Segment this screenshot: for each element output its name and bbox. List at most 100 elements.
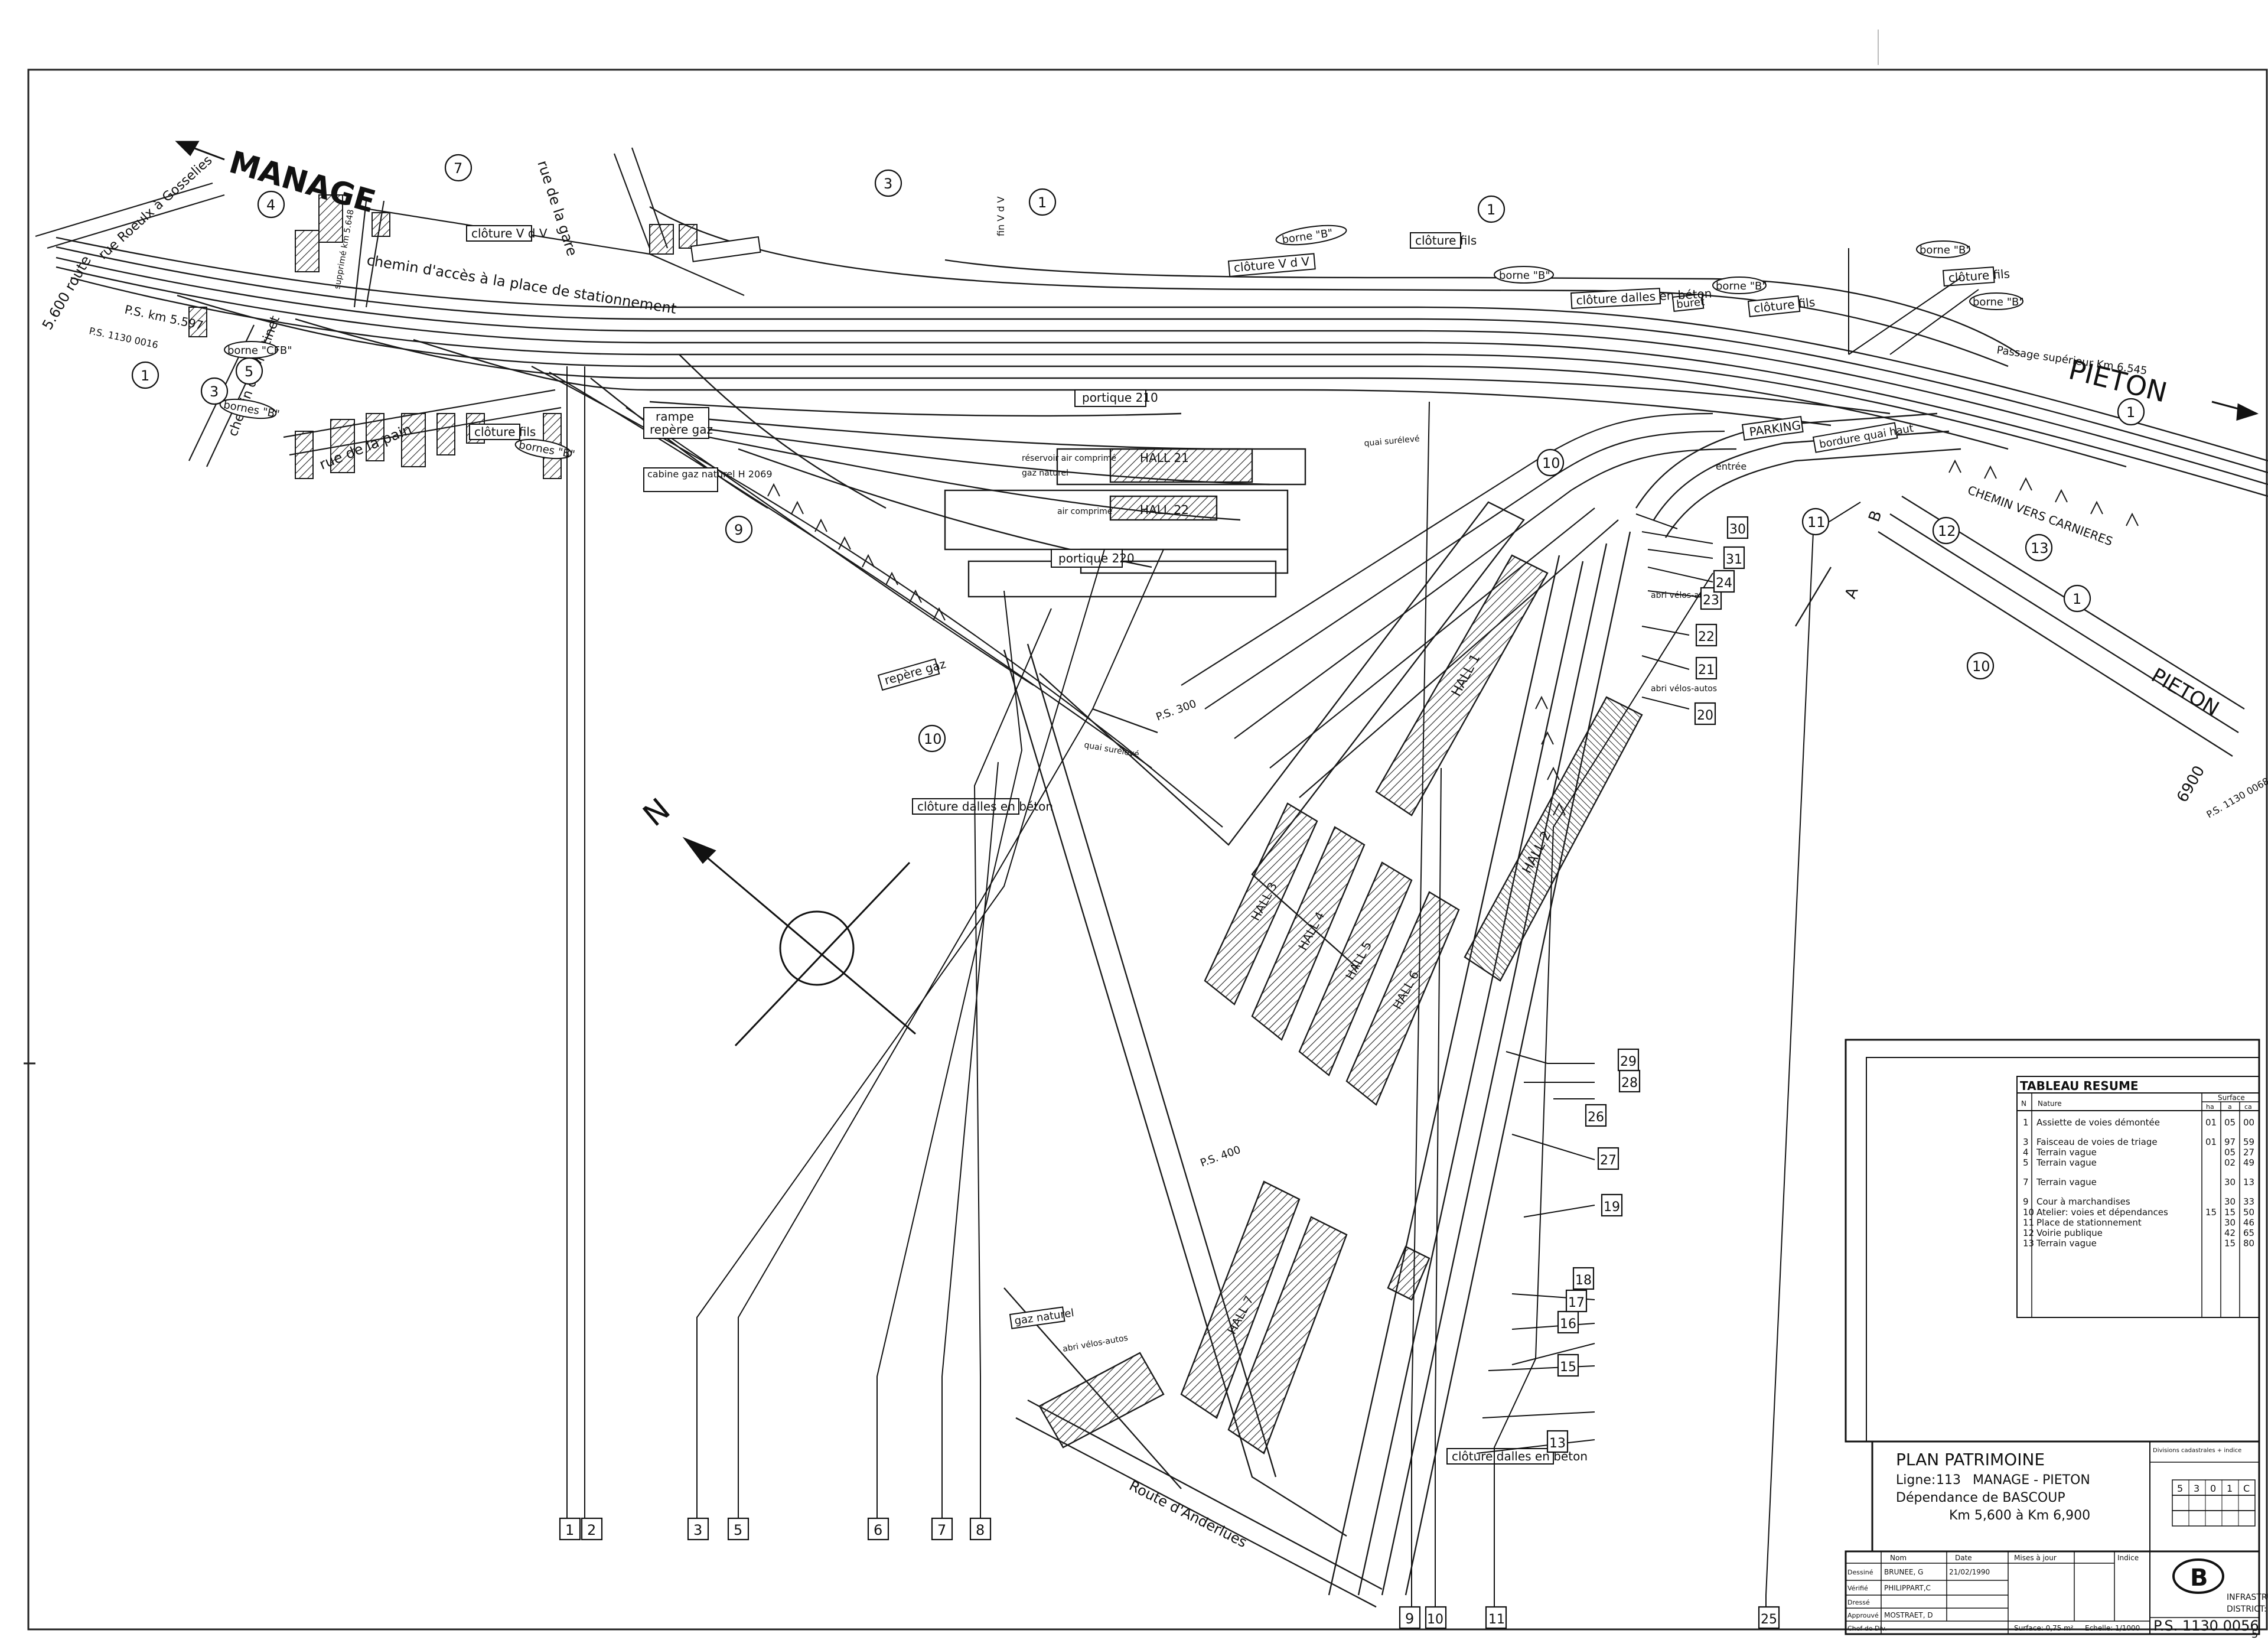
tag-cloture-beton2: clôture dalles en béton xyxy=(917,799,1053,814)
table-row-nature: Assiette de voies démontée xyxy=(2036,1117,2160,1128)
tag-hall-21: HALL 21 xyxy=(1140,451,1189,465)
label-verifie: Vérifié xyxy=(1847,1584,1868,1592)
table-row-n: 13 xyxy=(2023,1238,2034,1249)
box-25: 25 xyxy=(1761,1612,1777,1627)
cartouche-km: Km 5,600 à Km 6,900 xyxy=(1949,1508,2090,1523)
table-row-n: 12 xyxy=(2023,1228,2034,1238)
tag-cloture-fils: clôture fils xyxy=(1415,233,1477,248)
borne-b-4: borne "B" xyxy=(1920,244,1971,256)
section-mark-b: B xyxy=(1865,508,1885,524)
table-col-n: N xyxy=(2021,1099,2026,1108)
circle-1c: 1 xyxy=(1487,201,1495,218)
tag-bordure: bordure quai haut xyxy=(1819,422,1915,451)
tag-air-comprime: air comprimé xyxy=(1057,507,1112,516)
table-row-ca: 49 xyxy=(2243,1157,2254,1168)
table-row-n: 7 xyxy=(2023,1177,2029,1187)
cartouche-ligne-label: Ligne: xyxy=(1896,1473,1935,1488)
table-row-nature: Terrain vague xyxy=(2036,1157,2097,1168)
tag-quai: quai surélevé xyxy=(1364,434,1420,448)
tag-ps-400: P.S. 400 xyxy=(1199,1144,1243,1170)
box-9: 9 xyxy=(1405,1610,1414,1627)
circle-1e: 1 xyxy=(2073,591,2081,607)
table-row-nature: Faisceau de voies de triage xyxy=(2036,1137,2158,1147)
tag-abri-velos3: abri vélos-autos xyxy=(1062,1333,1129,1354)
title-block: PLAN PATRIMOINE Ligne: 113 MANAGE - PIET… xyxy=(1845,1440,2268,1640)
borne-b-2: borne "B" xyxy=(1499,269,1550,282)
table-col-ha: ha xyxy=(2206,1103,2214,1111)
tag-entree: entrée xyxy=(1716,461,1746,472)
tag-abri-velos2: abri vélos-autos xyxy=(1651,684,1717,694)
box-23: 23 xyxy=(1703,593,1719,608)
table-row-n: 10 xyxy=(2023,1207,2034,1218)
table-row-nature: Terrain vague xyxy=(2036,1238,2097,1249)
table-row-ca: 46 xyxy=(2243,1217,2254,1228)
table-title: TABLEAU RESUME xyxy=(2020,1079,2139,1093)
table-row-a: 30 xyxy=(2224,1217,2236,1228)
table-col-ca: ca xyxy=(2244,1103,2252,1111)
table-row-n: 5 xyxy=(2023,1157,2029,1168)
cartouche-dependance: Dépendance de BASCOUP xyxy=(1896,1491,2065,1505)
arrow-manage xyxy=(175,141,225,161)
km-right: 6900 xyxy=(2174,763,2208,805)
table-row-ha: 01 xyxy=(2205,1117,2217,1128)
tag-cloture-vdv: clôture V d V xyxy=(471,226,548,240)
workshop-halls xyxy=(1038,554,1643,1454)
table-col-nature: Nature xyxy=(2038,1099,2062,1108)
value-echelle: Echelle: 1/1000 xyxy=(2085,1624,2140,1632)
sncb-logo xyxy=(2172,1558,2224,1594)
table-row-nature: Atelier: voies et dépendances xyxy=(2036,1207,2168,1218)
label-dessine: Dessiné xyxy=(1847,1569,1873,1576)
tag-gaz-naturel2: gaz naturel xyxy=(1022,468,1068,478)
tag-rampe: rampe xyxy=(656,409,694,424)
table-col-a: a xyxy=(2228,1103,2232,1111)
borne-cfb: borne "CFB" xyxy=(227,344,292,357)
tag-cabine-gaz: cabine gaz naturel H 2069 xyxy=(647,468,773,480)
label-chef: Chef de Div. xyxy=(1847,1625,1887,1632)
street-gare: rue de la gare xyxy=(534,158,581,258)
cartouche-title: PLAN PATRIMOINE xyxy=(1896,1450,2045,1469)
tag-repere-gaz: repère gaz xyxy=(650,422,713,437)
box-28: 28 xyxy=(1621,1076,1638,1091)
table-row-n: 11 xyxy=(2023,1217,2034,1228)
table-row-n: 4 xyxy=(2023,1147,2029,1158)
km-left-ps2: P.S. 1130 0016 xyxy=(88,325,159,350)
box-3: 3 xyxy=(693,1522,702,1538)
division-cells: 5 3 0 1 C xyxy=(2172,1479,2256,1527)
cartouche-divisions: Divisions cadastrales + indice xyxy=(2153,1447,2241,1454)
workshop-approach-lines xyxy=(531,366,1737,828)
box-10: 10 xyxy=(1427,1612,1443,1627)
table-row-ca: 27 xyxy=(2243,1147,2254,1158)
circle-1b: 1 xyxy=(1038,194,1047,211)
table-row-a: 42 xyxy=(2224,1228,2236,1238)
km-right-ps: P.S. 1130 0068 xyxy=(2205,775,2268,820)
table-row-nature: Place de stationnement xyxy=(2036,1217,2142,1228)
tag-quai2: quai surélevé xyxy=(1083,740,1140,759)
box-26: 26 xyxy=(1588,1110,1604,1125)
div-cell-1: 5 xyxy=(2177,1483,2183,1494)
box-22: 22 xyxy=(1698,630,1715,645)
north-label: N xyxy=(637,792,677,834)
sheet-number: 5 xyxy=(2251,1628,2258,1640)
circle-10b: 10 xyxy=(924,731,942,747)
north-arrow xyxy=(682,837,916,1047)
boxed-markers xyxy=(559,516,1780,1629)
tag-ps-300: P.S. 300 xyxy=(1155,698,1198,724)
box-2: 2 xyxy=(587,1522,596,1538)
circle-11: 11 xyxy=(1807,514,1826,531)
div-cell-2: 3 xyxy=(2194,1483,2199,1494)
box-27: 27 xyxy=(1600,1153,1617,1168)
circle-1d: 1 xyxy=(2126,404,2135,421)
table-row-a: 97 xyxy=(2224,1137,2236,1147)
circle-5: 5 xyxy=(245,363,253,380)
box-7: 7 xyxy=(937,1522,946,1538)
head-date: Date xyxy=(1955,1554,1972,1562)
table-row-ha: 01 xyxy=(2205,1137,2217,1147)
table-row-ca: 65 xyxy=(2243,1228,2254,1238)
box-15: 15 xyxy=(1560,1360,1576,1375)
table-row-nature: Voirie publique xyxy=(2036,1228,2103,1238)
box-20: 20 xyxy=(1697,708,1713,723)
div-cell-5: C xyxy=(2243,1483,2250,1494)
table-row-nature: Terrain vague xyxy=(2036,1147,2097,1158)
head-indice: Indice xyxy=(2117,1554,2139,1562)
